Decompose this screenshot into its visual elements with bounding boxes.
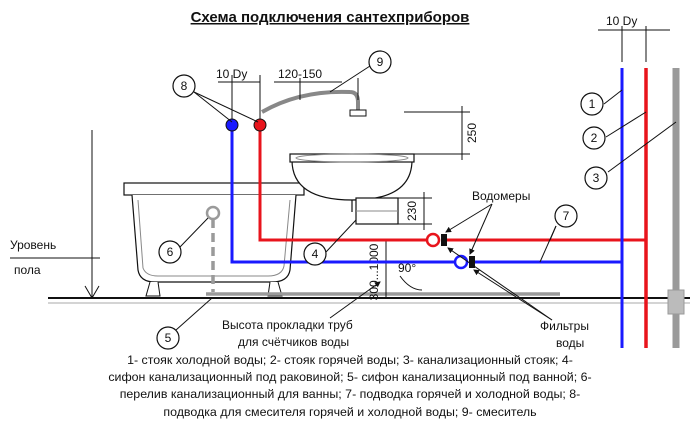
mixer-height-dimension [404,106,470,160]
marker-2: 2 [582,111,647,150]
mixer-offset-label: 120-150 [278,67,322,81]
pipe-height-caption-line1: Высота прокладки труб [222,318,353,332]
pipe-height-caption-line2: для счётчиков воды [238,335,349,349]
meters-label: Водомеры [472,189,530,203]
svg-text:7: 7 [563,209,570,223]
floor-label-line2: пола [14,263,41,277]
marker-6: 6 [158,217,209,264]
marker-7: 7 [539,204,578,263]
mixer-height-label: 250 [465,123,479,143]
legend-block: 1- стояк холодной воды; 2- стояк горячей… [0,352,700,421]
mixer-faucet [260,78,367,117]
riser-gap-label: 10 Dy [606,14,637,28]
svg-text:3: 3 [593,171,600,185]
washbasin [289,153,415,225]
sewer-riser-fitting [667,289,685,315]
svg-text:1: 1 [589,97,596,111]
cold-water-supply-pipe [230,125,456,264]
angle-arc [399,275,423,291]
marker-1: 1 [580,89,623,116]
legend-line: подводка для смесителя горячей и холодно… [163,404,537,419]
riser-gap-dimension [598,26,670,62]
mixer-gap-dimension [218,75,261,125]
svg-text:6: 6 [167,245,174,259]
svg-text:5: 5 [165,331,172,345]
marker-8: 8 [172,74,259,123]
marker-4: 4 [303,219,357,266]
bath-overflow-fitting [205,205,221,221]
meter-height-dimension [398,192,432,230]
angle-label: 90° [398,261,416,275]
hot-water-meter [425,232,447,248]
hot-water-supply-pipe [258,125,428,242]
svg-text:2: 2 [591,131,598,145]
meter-height-label: 230 [405,201,419,221]
marker-9: 9 [329,50,392,93]
plumbing-diagram: Схема подключения сантехприборов Уровень… [10,9,690,350]
svg-text:4: 4 [312,247,319,261]
mixer-gap-label: 10 Dy [216,67,247,81]
floor-label-line1: Уровень [10,238,56,252]
cold-mixer-connection [225,118,239,132]
filters-label-line2: воды [556,336,584,350]
floor-level-mark [10,240,100,299]
marker-5: 5 [156,297,213,350]
legend-line: 1- стояк холодной воды; 2- стояк горячей… [127,353,573,367]
legend-line: сифон канализационный под раковиной; 5- … [108,370,592,385]
legend-line: перелив канализационный для ванны; 7- по… [119,387,581,402]
svg-text:8: 8 [181,79,188,93]
marker-3: 3 [584,121,677,190]
diagram-title: Схема подключения сантехприборов [191,9,470,26]
pipe-height-value: 300...1000 [367,243,381,300]
cold-water-meter [453,254,475,270]
svg-text:9: 9 [377,55,384,69]
filters-label-line1: Фильтры [540,319,589,333]
